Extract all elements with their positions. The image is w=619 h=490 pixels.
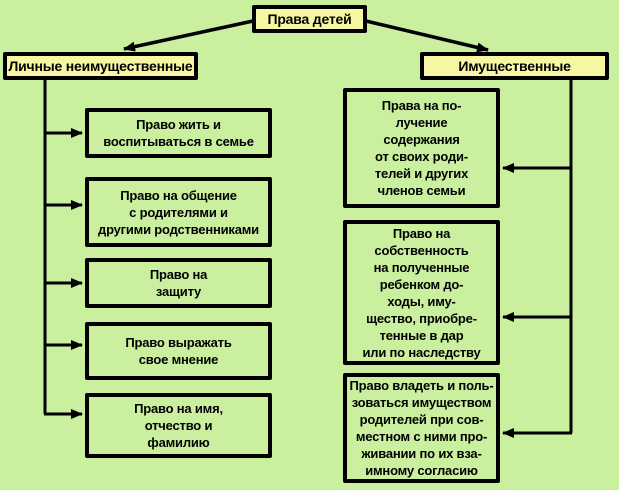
leaf-node-label: Право владеть и поль- зоваться имущество… — [349, 378, 494, 478]
root-node-children-rights: Права детей — [252, 5, 367, 33]
root-node-label: Права детей — [267, 11, 352, 27]
leaf-node-use-parents-property: Право владеть и поль- зоваться имущество… — [343, 373, 500, 483]
leaf-node-name-patronymic-surname: Право на имя, отчество и фамилию — [85, 393, 272, 458]
leaf-node-label: Право выражать свое мнение — [125, 335, 232, 367]
branch-node-label: Имущественные — [458, 58, 571, 74]
leaf-node-receive-maintenance: Права на по- лучение содержания от своих… — [343, 88, 500, 208]
leaf-node-express-opinion: Право выражать свое мнение — [85, 322, 272, 380]
leaf-node-label: Права на по- лучение содержания от своих… — [374, 98, 469, 198]
leaf-node-protection: Право на защиту — [85, 258, 272, 308]
leaf-node-live-in-family: Право жить и воспитываться в семье — [85, 108, 272, 158]
leaf-node-label: Право на общение с родителями и другими … — [98, 187, 259, 237]
leaf-node-label: Право жить и воспитываться в семье — [103, 117, 254, 149]
leaf-node-communicate-with-parents: Право на общение с родителями и другими … — [85, 177, 272, 247]
branch-node-property: Имущественные — [420, 52, 609, 80]
leaf-node-label: Право на имя, отчество и фамилию — [134, 401, 223, 450]
leaf-node-label: Право на защиту — [149, 267, 208, 299]
branch-node-label: Личные неимущественные — [8, 58, 193, 74]
leaf-node-label: Право на собственность на полученные реб… — [362, 225, 481, 360]
branch-node-personal-nonproperty: Личные неимущественные — [3, 52, 198, 80]
leaf-node-ownership-of-income: Право на собственность на полученные реб… — [343, 220, 500, 365]
